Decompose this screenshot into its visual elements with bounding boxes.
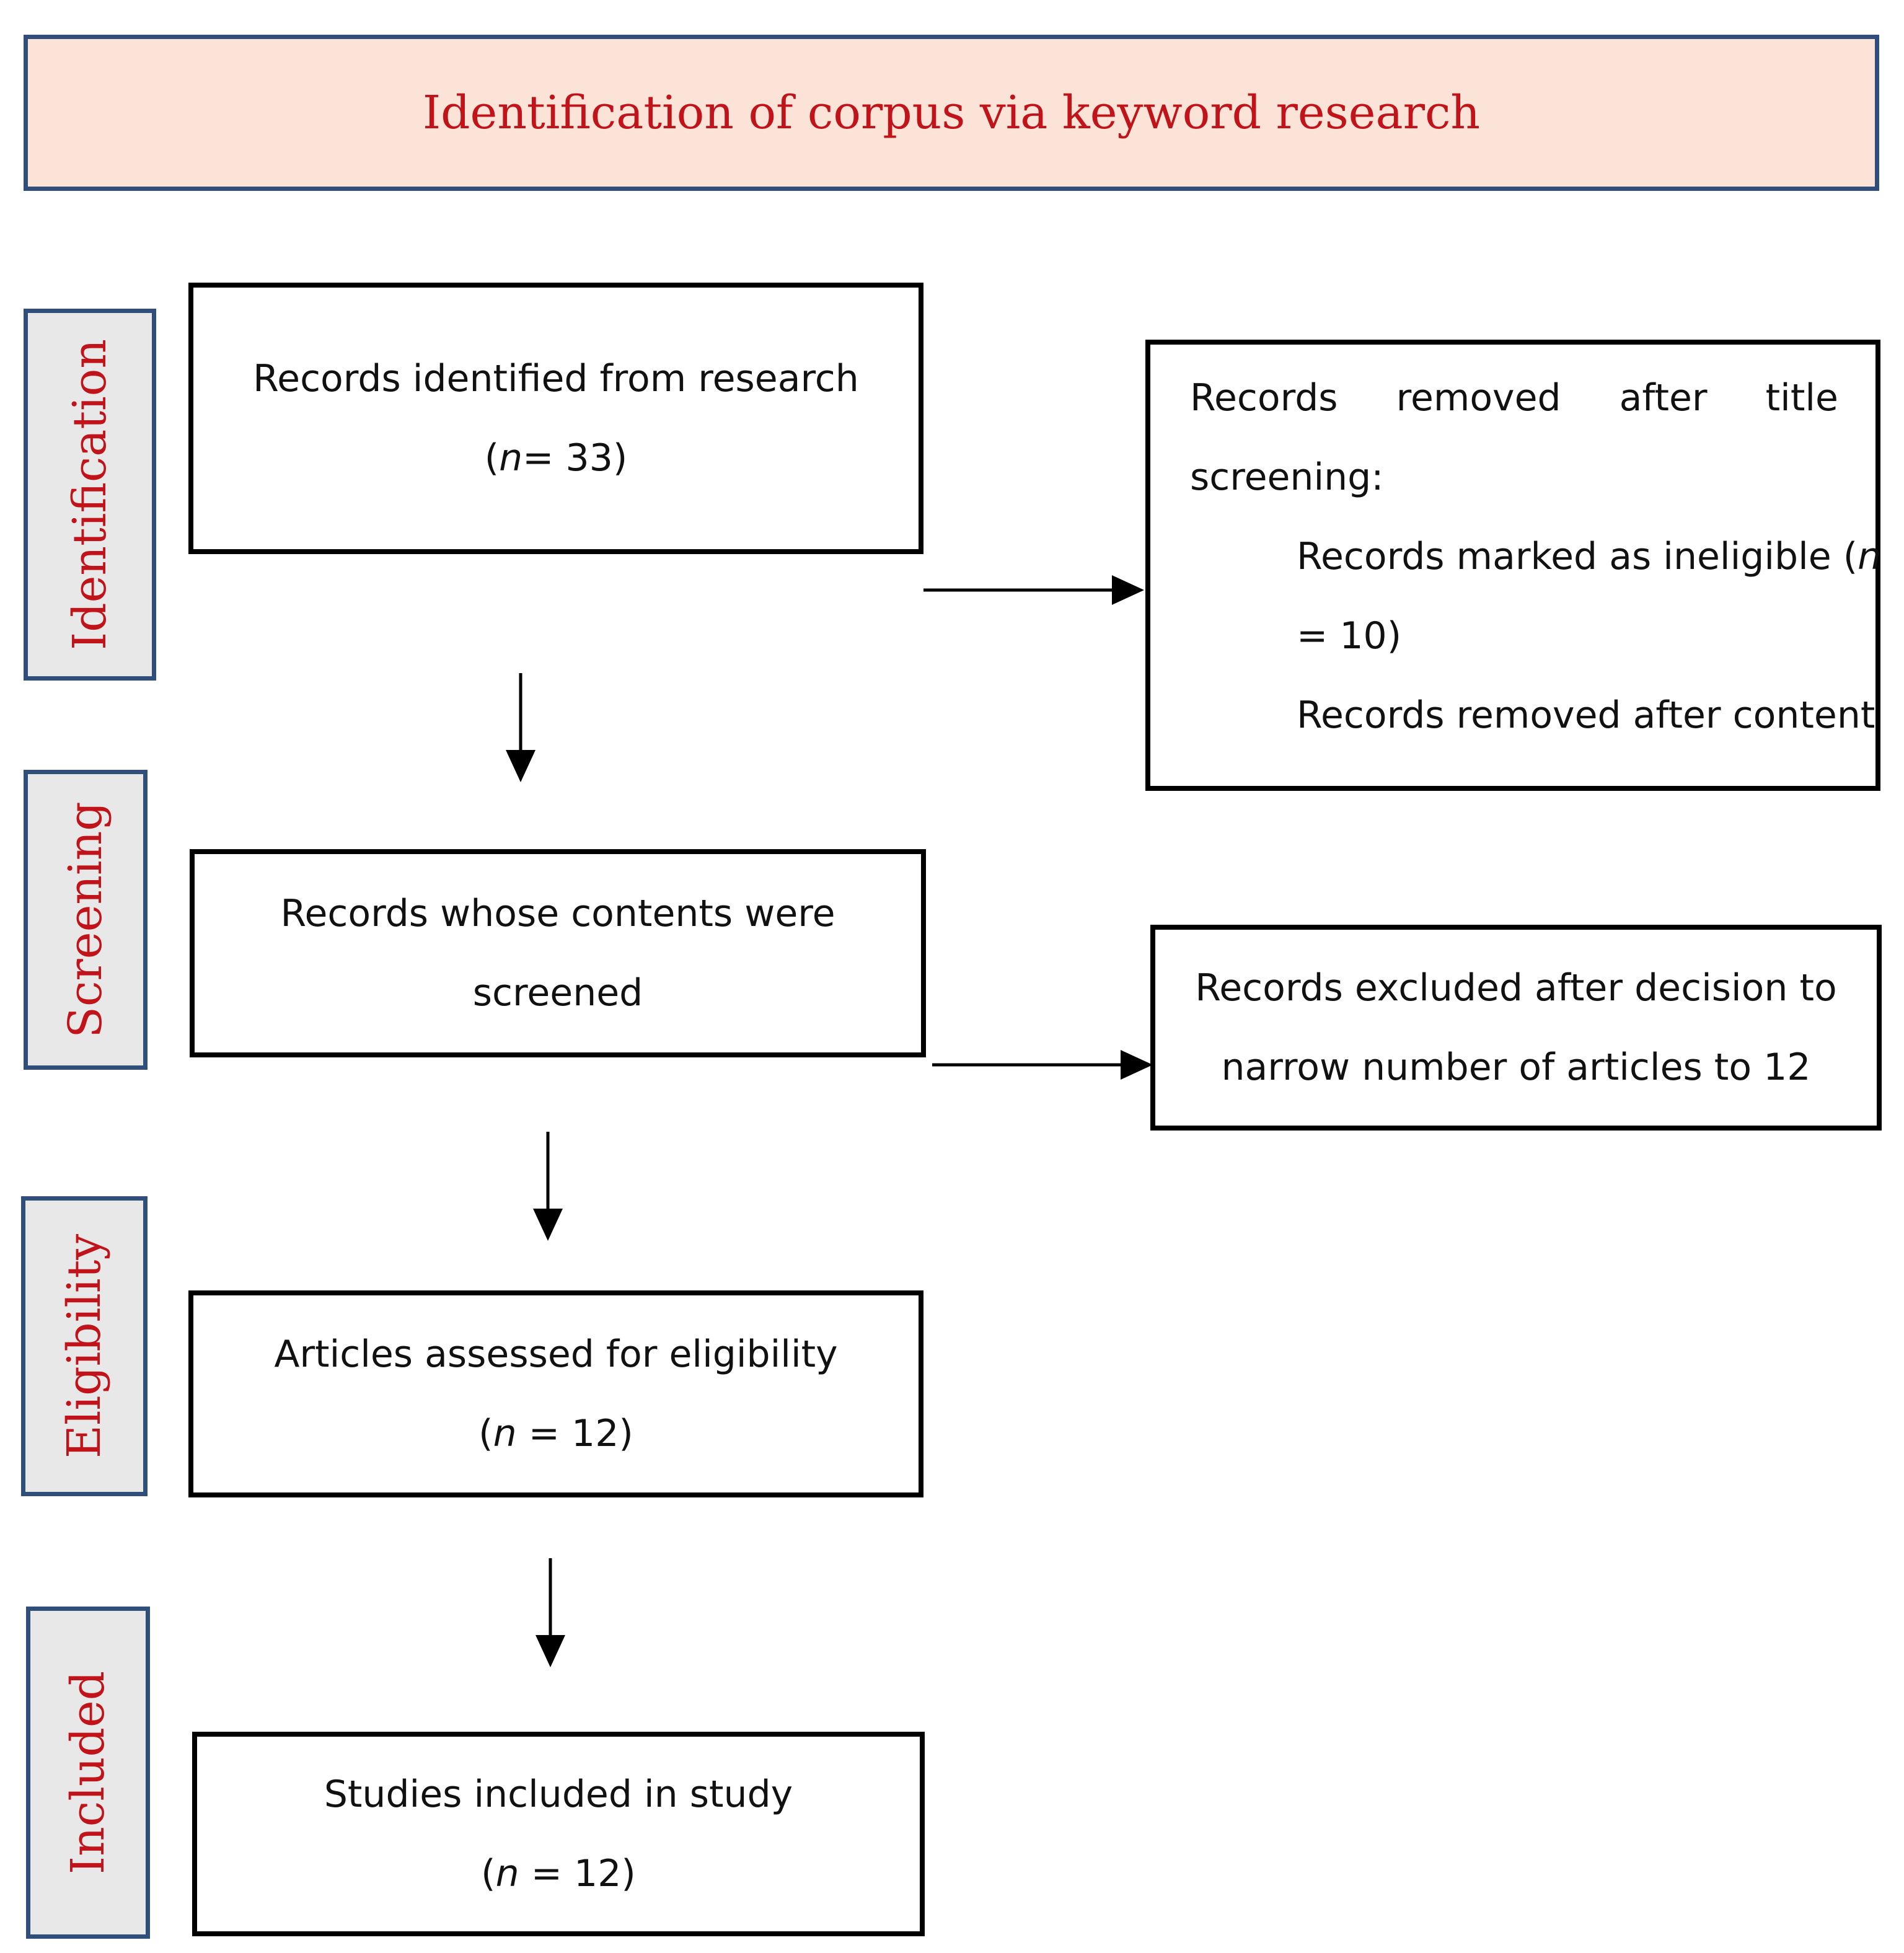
articles-assessed-paren: ( — [478, 1412, 493, 1455]
records-screened-line1: Records whose contents were — [280, 892, 835, 935]
header-banner: Identification of corpus via keyword res… — [24, 35, 1879, 191]
records-excluded-box: Records excluded after decision to narro… — [1150, 925, 1882, 1131]
removed-word-1: Records — [1190, 376, 1338, 420]
records-excluded-line1: Records excluded after decision to — [1195, 966, 1837, 1010]
removed-word-2: removed — [1396, 376, 1561, 420]
records-removed-line1: Records removed after title — [1190, 358, 1838, 438]
studies-included-line1: Studies included in study — [324, 1773, 793, 1816]
records-excluded-line2: narrow number of articles to 12 — [1221, 1046, 1811, 1089]
records-removed-content-item: Records removed after content — [1297, 694, 1875, 737]
arrow-to-excluded-head — [1121, 1050, 1153, 1080]
articles-assessed-box: Articles assessed for eligibility (n = 1… — [188, 1290, 923, 1497]
articles-assessed-n: n — [493, 1412, 517, 1455]
studies-included-count: (n = 12) — [481, 1834, 636, 1913]
arrow-identified-to-screened-head — [506, 750, 536, 782]
stage-screening: Screening — [24, 770, 148, 1070]
studies-included-n: n — [495, 1852, 519, 1895]
records-removed-line2: screening: — [1190, 456, 1384, 499]
arrow-to-removed-head — [1112, 575, 1144, 605]
records-removed-box: Records removed after title screening: R… — [1145, 340, 1881, 791]
records-identified-count: (n= 33) — [485, 418, 628, 498]
records-identified-line1: Records identified from research — [253, 357, 859, 400]
records-ineligible-text: Records marked as ineligible ( — [1297, 535, 1858, 578]
stage-included: Included — [26, 1607, 150, 1939]
studies-included-paren: ( — [481, 1852, 496, 1895]
records-ineligible-count: = 10) — [1297, 614, 1402, 658]
records-identified-paren: ( — [484, 436, 500, 480]
removed-word-3: after — [1619, 376, 1708, 420]
articles-assessed-line1: Articles assessed for eligibility — [274, 1333, 838, 1376]
articles-assessed-count: (n = 12) — [478, 1394, 633, 1473]
stage-identification: Identification — [24, 309, 156, 681]
stage-eligibility: Eligibility — [21, 1196, 148, 1496]
records-identified-value: = 33) — [522, 436, 628, 480]
records-screened-box: Records whose contents were screened — [190, 849, 926, 1057]
arrow-screened-to-assessed-head — [533, 1209, 563, 1241]
records-ineligible-n: n — [1858, 535, 1882, 578]
records-identified-n: n — [499, 436, 523, 480]
records-screened-line2: screened — [472, 971, 643, 1015]
removed-word-4: title — [1765, 376, 1838, 420]
banner-title: Identification of corpus via keyword res… — [422, 86, 1481, 139]
articles-assessed-value: = 12) — [516, 1412, 633, 1455]
arrow-assessed-to-included-head — [536, 1635, 565, 1667]
records-ineligible-item: Records marked as ineligible (n — [1190, 517, 1881, 596]
studies-included-box: Studies included in study (n = 12) — [192, 1732, 925, 1936]
records-identified-box: Records identified from research (n= 33) — [188, 283, 923, 554]
studies-included-value: = 12) — [519, 1852, 636, 1895]
